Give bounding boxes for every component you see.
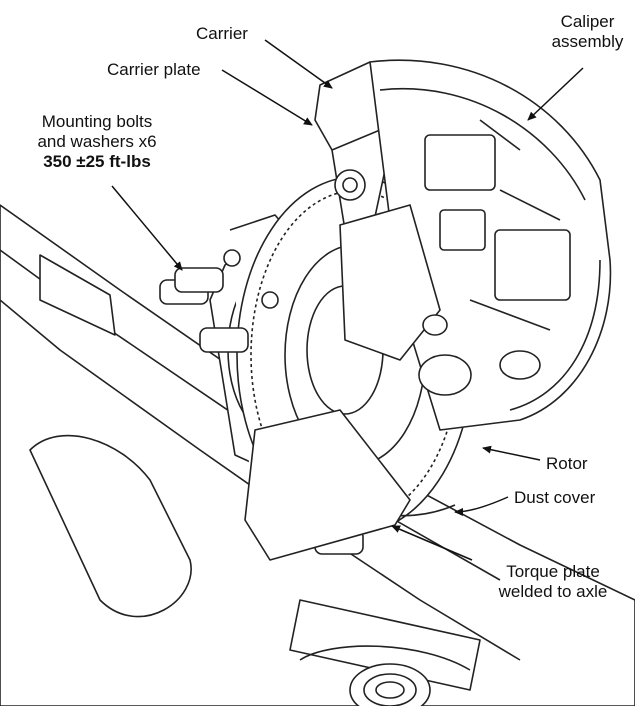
carrier-plate-leader bbox=[221, 69, 313, 126]
rotor-label: Rotor bbox=[546, 454, 588, 474]
bolts-torque-spec: 350 ±25 ft-lbs bbox=[43, 152, 151, 171]
bolts-label-line2: and washers x6 bbox=[37, 132, 157, 151]
carrier-plate-label-text: Carrier plate bbox=[107, 60, 201, 79]
dust-cover-label-text: Dust cover bbox=[514, 488, 596, 507]
caliper-label-line1: Caliper bbox=[560, 12, 615, 31]
bolts-leader bbox=[111, 185, 183, 271]
caliper-assembly-label: Caliper assembly bbox=[540, 12, 635, 52]
carrier-plate-label: Carrier plate bbox=[107, 60, 201, 80]
leader-lines bbox=[111, 39, 584, 561]
caliper-label-line2: assembly bbox=[551, 32, 624, 51]
bolts-label-line1: Mounting bolts bbox=[41, 112, 153, 131]
dust-cover-leader bbox=[454, 496, 509, 516]
dust-cover-label: Dust cover bbox=[514, 488, 595, 508]
torque-plate-leader bbox=[391, 525, 473, 561]
torque-label-line1: Torque plate bbox=[506, 562, 600, 581]
rotor-leader bbox=[482, 445, 541, 461]
caliper-leader bbox=[527, 67, 584, 121]
carrier-label-text: Carrier bbox=[196, 24, 248, 43]
mounting-bolts-label: Mounting bolts and washers x6 350 ±25 ft… bbox=[12, 112, 182, 172]
caliper-assembly bbox=[339, 59, 612, 431]
carrier-leader bbox=[264, 39, 333, 89]
rotor-label-text: Rotor bbox=[546, 454, 588, 473]
torque-plate bbox=[244, 409, 411, 561]
torque-plate-label: Torque plate welded to axle bbox=[478, 562, 628, 602]
torque-label-line2: welded to axle bbox=[498, 582, 608, 601]
carrier-label: Carrier bbox=[196, 24, 248, 44]
